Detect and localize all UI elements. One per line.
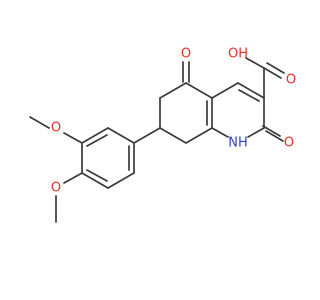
ketone-oxygen-label: O — [181, 47, 191, 62]
acid-hydroxyl-label: OH — [228, 47, 248, 62]
bond-ar2-ar3 — [81, 127, 109, 144]
molecule-final: O OH O NH O O O — [29, 46, 297, 223]
bond-c4-c3 — [237, 82, 265, 99]
bond-c2-n1 — [247, 127, 265, 138]
bond-c7-c8 — [159, 127, 187, 144]
bond-c5-c6 — [159, 82, 187, 99]
ring-nh-label: NH — [228, 136, 248, 151]
bond-lactam-b — [265, 130, 284, 142]
methoxy-oxygen-upper-label: O — [51, 121, 61, 136]
bond-ar3-o-upper — [63, 132, 83, 144]
bond-c7-ar1 — [133, 127, 161, 144]
bond-c4a-c5 — [185, 82, 213, 99]
bond-ar5-ar6 — [107, 172, 135, 189]
bond-o-upper-ch3 — [29, 116, 50, 129]
methoxy-oxygen-lower-label: O — [51, 181, 61, 196]
molecule-canvas: O OH O NH O O O — [29, 46, 297, 227]
bond-ar2-ar3-inner — [86, 134, 108, 147]
bond-lactam-a — [262, 125, 281, 137]
bond-c4a-c4 — [211, 82, 239, 99]
bond-cacid-oh — [245, 57, 265, 69]
bond-ar4-ar5-inner — [86, 169, 108, 182]
bond-cacid-o-b — [266, 62, 285, 74]
bond-c8-c8a — [185, 127, 213, 144]
lactam-oxygen-label: O — [284, 136, 294, 151]
bond-ar1-ar2 — [107, 127, 135, 144]
bond-c4-c3-inner — [238, 89, 260, 102]
bond-cacid-o-a — [263, 67, 282, 79]
bond-ar4-o-lower — [63, 172, 83, 184]
bond-ar4-ar5 — [81, 172, 109, 189]
bond-n1-c8a — [211, 127, 229, 138]
acid-carbonyl-oxygen-label: O — [286, 73, 296, 88]
